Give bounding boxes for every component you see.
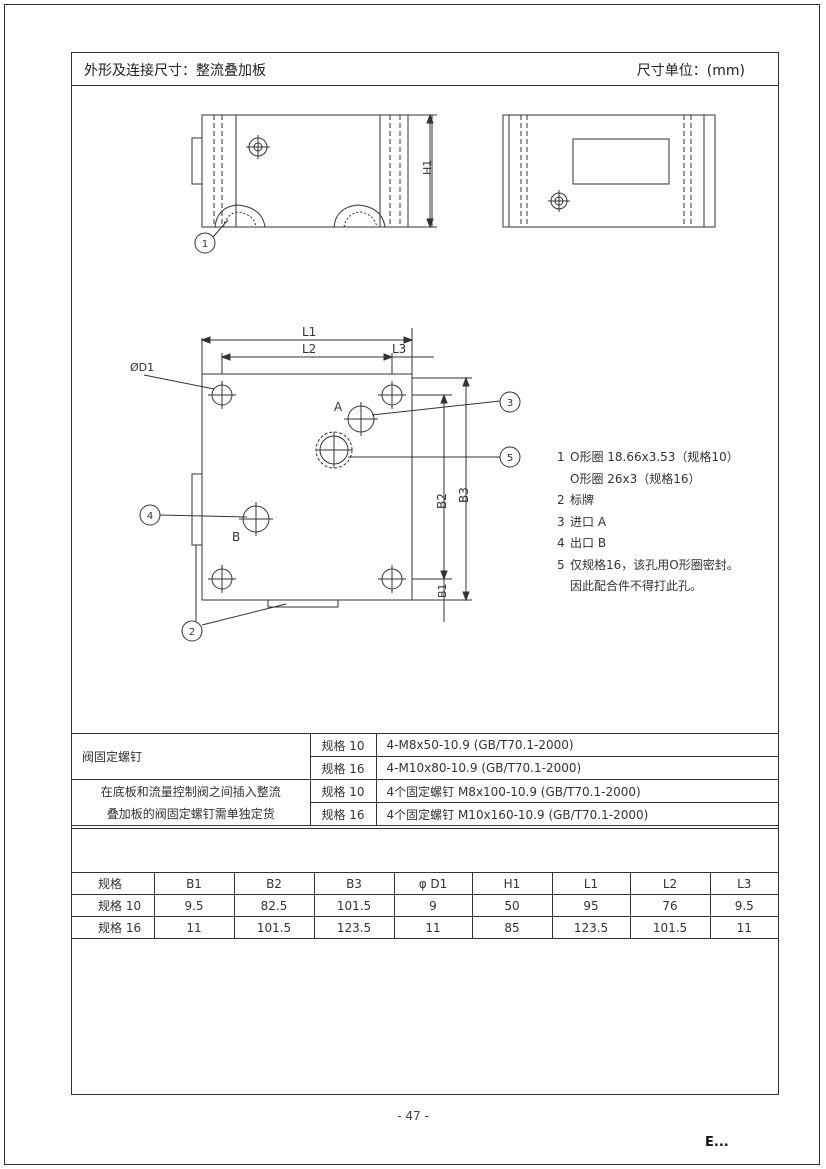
screw-value: 4个固定螺钉 M10x160-10.9 (GB/T70.1-2000): [375, 802, 778, 826]
screw-value: 4-M8x50-10.9 (GB/T70.1-2000): [375, 733, 778, 757]
name-plate: [572, 138, 670, 185]
unit-label: 尺寸单位：(mm): [636, 63, 745, 79]
page-number: - 47 -: [397, 1109, 429, 1123]
screw-size: 规格 16: [309, 756, 377, 780]
footer-mark: E...: [705, 1135, 729, 1150]
document-frame: 外形及连接尺寸：整流叠加板 尺寸单位：(mm): [71, 52, 779, 1095]
l1-label: L1: [302, 325, 316, 339]
l3-label: L3: [392, 342, 406, 356]
screw-spec-table: 阀固定螺钉 规格 10 4-M8x50-10.9 (GB/T70.1-2000)…: [72, 733, 778, 826]
plan-view: L1 L2 L3 ØD1 A: [130, 325, 521, 642]
screw-size: 规格 16: [309, 802, 377, 826]
legend-item: O形圈 26x3（规格16）: [570, 471, 701, 486]
screw-size: 规格 10: [309, 779, 377, 803]
d1-label: ØD1: [130, 361, 154, 374]
header-bar: 外形及连接尺寸：整流叠加板 尺寸单位：(mm): [72, 53, 778, 86]
screw-value: 4个固定螺钉 M8x100-10.9 (GB/T70.1-2000): [375, 779, 778, 803]
legend-item: 因此配合件不得打此孔。: [570, 579, 703, 593]
screw-title: 阀固定螺钉: [72, 733, 311, 780]
technical-drawing: H1 1: [130, 113, 716, 642]
callout-5: 5: [507, 453, 513, 464]
l2-label: L2: [302, 342, 316, 356]
port-b-label: B: [232, 530, 240, 544]
screw-size: 规格 10: [309, 733, 377, 757]
h1-label: H1: [421, 160, 434, 175]
callout-3: 3: [507, 398, 513, 409]
page-title: 外形及连接尺寸：整流叠加板: [84, 63, 266, 79]
b2-label: B2: [435, 493, 449, 509]
callout-4: 4: [147, 511, 153, 522]
screw-value: 4-M10x80-10.9 (GB/T70.1-2000): [375, 756, 778, 780]
side-view: [502, 114, 716, 228]
screw-note-line2: 叠加板的阀固定螺钉需单独定货: [72, 802, 311, 826]
section-divider: [72, 828, 778, 829]
port-a-label: A: [334, 400, 343, 414]
front-view: H1 1: [191, 113, 437, 254]
callout-1: 1: [202, 239, 208, 250]
callout-2: 2: [189, 627, 195, 638]
b3-label: B3: [457, 487, 471, 503]
b1-label: B1: [436, 583, 449, 598]
page-border: [4, 4, 820, 1165]
screw-note-line1: 在底板和流量控制阀之间插入整流: [72, 779, 311, 803]
